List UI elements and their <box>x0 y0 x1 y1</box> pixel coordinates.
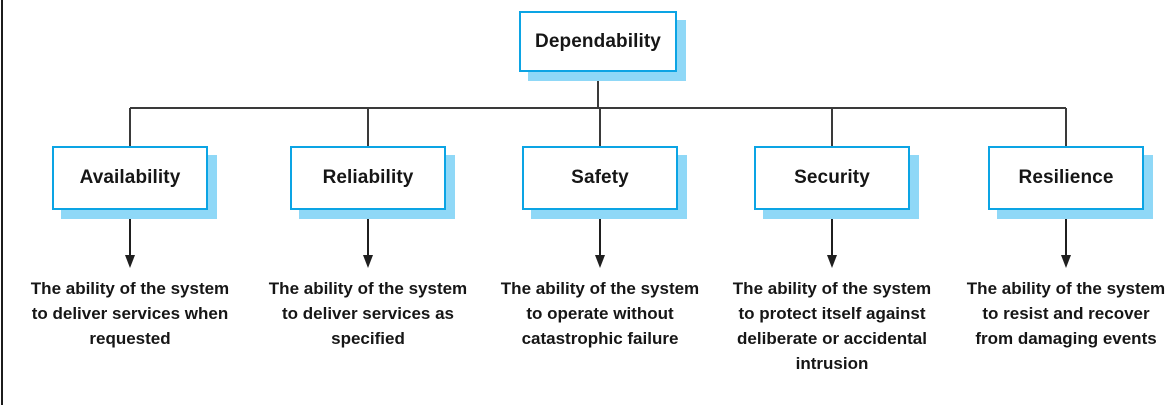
arrow-down-icon <box>363 210 373 268</box>
node-label: Reliability <box>322 167 414 188</box>
node-reliability: Reliability <box>290 146 446 210</box>
node-label: Resilience <box>1018 167 1114 188</box>
arrow-down-icon <box>125 210 135 268</box>
arrow-down-icon <box>1061 210 1071 268</box>
description-resilience: The ability of the system to resist and … <box>966 279 1166 348</box>
arrow-down-icon <box>827 210 837 268</box>
arrow-down-icon <box>595 210 605 268</box>
description-reliability: The ability of the system to deliver ser… <box>268 279 468 348</box>
description-safety: The ability of the system to operate wit… <box>500 279 700 348</box>
node-label: Availability <box>79 167 181 188</box>
node-security: Security <box>754 146 910 210</box>
node-label: Dependability <box>535 30 661 52</box>
node-dependability: Dependability <box>519 11 677 72</box>
node-label: Safety <box>571 167 629 188</box>
figure-left-border <box>1 0 3 405</box>
description-security: The ability of the system to protect its… <box>732 279 932 373</box>
node-safety: Safety <box>522 146 678 210</box>
node-resilience: Resilience <box>988 146 1144 210</box>
node-label: Security <box>794 167 870 188</box>
description-availability: The ability of the system to deliver ser… <box>30 279 230 348</box>
node-availability: Availability <box>52 146 208 210</box>
